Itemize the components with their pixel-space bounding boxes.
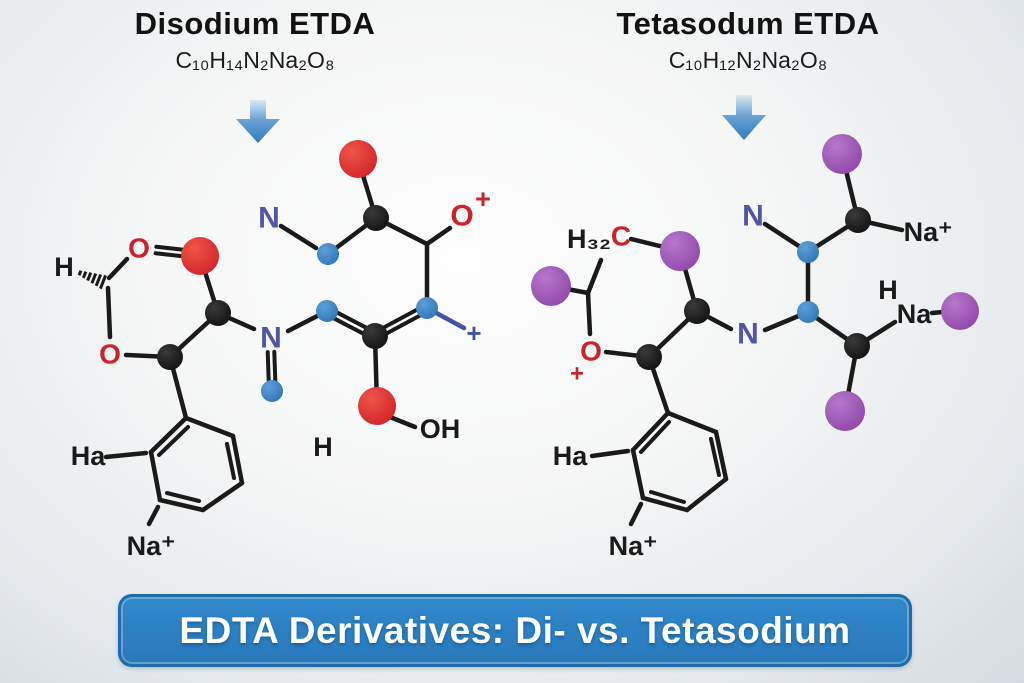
bond [630, 410, 671, 453]
atom-black [205, 300, 231, 326]
bond [709, 437, 721, 477]
left-title: Disodium ETDA [134, 6, 376, 41]
atom-label: + [475, 184, 491, 214]
atom-blue [416, 297, 438, 319]
bond [585, 290, 593, 337]
atom-black [684, 298, 710, 324]
bond [424, 225, 453, 247]
atom-label: H [313, 432, 333, 462]
atom-label: O [580, 336, 602, 367]
bond [630, 447, 646, 501]
atom-purple [825, 391, 865, 431]
caption-banner: EDTA Derivatives: Di- vs. Tetasodium [118, 594, 912, 667]
left-column-header: Disodium ETDA C₁₀H₁₄N₂Na₂O₈ [60, 6, 450, 74]
hash-bond [81, 271, 88, 279]
hash-bond [86, 272, 93, 282]
atom-label: O [450, 200, 473, 233]
atom-label: + [466, 318, 481, 348]
double-bond [265, 350, 271, 384]
atom-label: Ha [71, 441, 106, 471]
bond [585, 257, 604, 296]
atom-red [339, 140, 377, 178]
bond [103, 450, 149, 460]
atom-black [844, 333, 870, 359]
atom-label: Na⁺ [904, 217, 953, 247]
atom-label: O [99, 339, 121, 370]
bond [639, 420, 671, 454]
double-bond [272, 349, 278, 383]
atom-label: H₃₂ [567, 224, 611, 254]
right-formula: C₁₀H₁₂N₂Na₂O₈ [668, 47, 828, 73]
atom-purple [941, 292, 979, 330]
bond [146, 504, 161, 527]
atom-blue [797, 241, 819, 263]
bond [157, 425, 190, 457]
atom-black [362, 323, 388, 349]
atom-purple [822, 134, 862, 174]
bond [148, 415, 189, 455]
bond [387, 414, 418, 430]
bond [713, 429, 729, 482]
bond [148, 449, 163, 503]
bond [230, 433, 245, 486]
atom-purple [660, 231, 700, 271]
caption-text: EDTA Derivatives: Di- vs. Tetasodium [179, 609, 851, 651]
atom-label: N [742, 200, 764, 233]
atom-label: H [54, 252, 74, 282]
atom-black [157, 344, 183, 370]
bond [105, 285, 113, 340]
atom-label: + [570, 361, 584, 388]
down-arrow-icon [236, 100, 280, 143]
bond [183, 415, 236, 439]
atom-label: O [128, 233, 150, 264]
atom-blue [316, 300, 338, 322]
bond [640, 495, 690, 513]
atom-label: N [260, 322, 282, 355]
atom-blue [261, 380, 283, 402]
atom-black [845, 207, 871, 233]
bond [106, 256, 130, 281]
atom-label: OH [420, 414, 461, 444]
hash-bond [99, 274, 107, 290]
bond [665, 410, 719, 435]
atom-red [358, 387, 396, 425]
bond [225, 442, 236, 480]
left-formula: C₁₀H₁₄N₂Na₂O₈ [175, 47, 335, 73]
atom-blue [797, 301, 819, 323]
atom-black [363, 205, 389, 231]
bond [200, 480, 245, 513]
right-column-header: Tetasodum ETDA C₁₀H₁₂N₂Na₂O₈ [553, 6, 943, 74]
atom-purple [531, 266, 571, 306]
atom-label: C [611, 221, 631, 252]
bond [165, 491, 201, 503]
bond [628, 501, 644, 527]
atom-label: Na [897, 299, 932, 329]
bond [157, 497, 206, 513]
atom-label: Ha [553, 441, 588, 471]
atom-black [636, 344, 662, 370]
double-bond [154, 244, 186, 252]
bond [278, 223, 319, 251]
bond [589, 448, 631, 459]
bond [649, 490, 686, 504]
bond [684, 476, 729, 513]
down-arrow-icon [722, 95, 766, 140]
double-bond [153, 251, 185, 259]
atom-label: N [258, 202, 280, 235]
atom-label: H [878, 275, 898, 305]
atom-blue [317, 243, 339, 265]
hash-bond [77, 270, 83, 276]
hash-bond [94, 273, 103, 287]
hash-bond [90, 273, 98, 284]
atom-label: Na⁺ [127, 531, 176, 561]
right-title: Tetasodum ETDA [616, 6, 880, 41]
atom-label: N [737, 318, 759, 351]
atom-red [181, 237, 219, 275]
atom-label: Na⁺ [609, 531, 658, 561]
